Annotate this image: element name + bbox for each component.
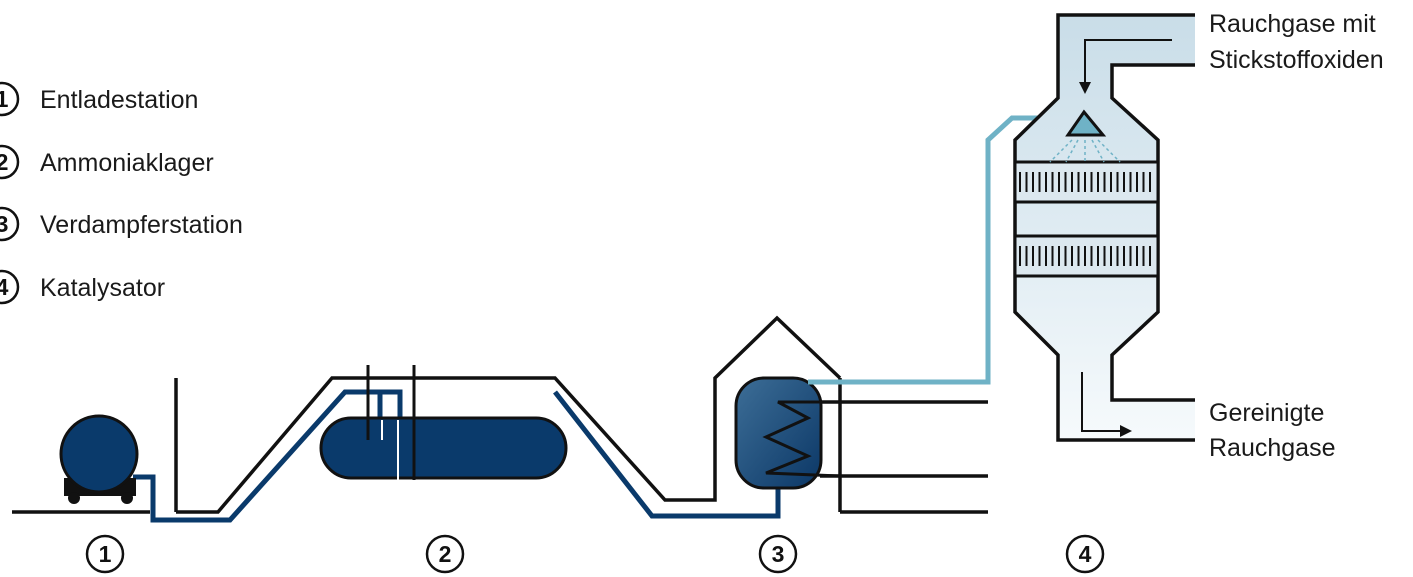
marker-number: 4 [1079,541,1092,567]
reactor-outline [1013,13,1195,442]
ammonia-liquid-pipe [133,389,403,523]
flue-gas-inlet-label-line1: Rauchgase mit [1209,10,1376,38]
ammonia-storage [319,365,568,480]
flue-gas-outlet-arrow [1081,372,1132,437]
vaporizer-vessel [734,376,823,490]
marker-3: 3 [758,534,798,574]
legend-item-4: 4 Katalysator [0,269,165,305]
ammonia-liquid-pipe-3 [553,390,781,519]
legend-number: 4 [0,274,9,300]
legend-number: 2 [0,149,8,175]
legend-label-ammoniaklager: Ammoniaklager [40,149,214,177]
spray-pattern [1049,139,1121,163]
wagon-wheel [68,492,80,504]
unloading-station [59,414,139,504]
flue-gas-outlet-label-line2: Rauchgase [1209,434,1335,462]
catalytic-reactor [1013,13,1195,442]
storage-tank [319,416,568,480]
wagon-wheel [121,492,133,504]
legend-number: 1 [0,86,9,112]
legend-number-circle [0,144,20,180]
tank-wagon [59,414,139,494]
vaporizer-station [734,376,841,490]
marker-number: 2 [439,541,452,567]
legend-item-2: 2 Ammoniaklager [0,144,214,180]
legend-number-circle [0,206,20,242]
legend-label-katalysator: Katalysator [40,274,165,302]
marker-number: 3 [772,541,785,567]
catalyst-layer-1 [1013,160,1160,204]
flue-gas-inlet-label-line2: Stickstoffoxiden [1209,46,1384,74]
marker-2: 2 [425,534,465,574]
legend-item-1: 1 Entladestation [0,81,198,117]
legend-number: 3 [0,211,8,237]
flue-gas-outlet-label-line1: Gereinigte [1209,399,1324,427]
heat-coil [762,400,841,478]
legend-label-verdampferstation: Verdampferstation [40,211,243,239]
ammonia-injection-nozzle [1065,109,1107,137]
catalyst-layer-2 [1013,234,1160,278]
legend-item-3: 3 Verdampferstation [0,206,243,242]
ground-outline [12,315,988,514]
legend-label-entladestation: Entladestation [40,86,198,114]
ammonia-gas-pipe [808,115,1068,385]
reactor-body [1015,15,1195,440]
marker-number: 1 [99,541,112,567]
marker-1: 1 [85,534,125,574]
flue-gas-inlet-arrow [1079,39,1172,94]
legend-number-circle [0,81,20,117]
marker-4: 4 [1065,534,1105,574]
legend-number-circle [0,269,20,305]
legend: 1 Entladestation 2 Ammoniaklager 3 Verda… [0,81,243,305]
